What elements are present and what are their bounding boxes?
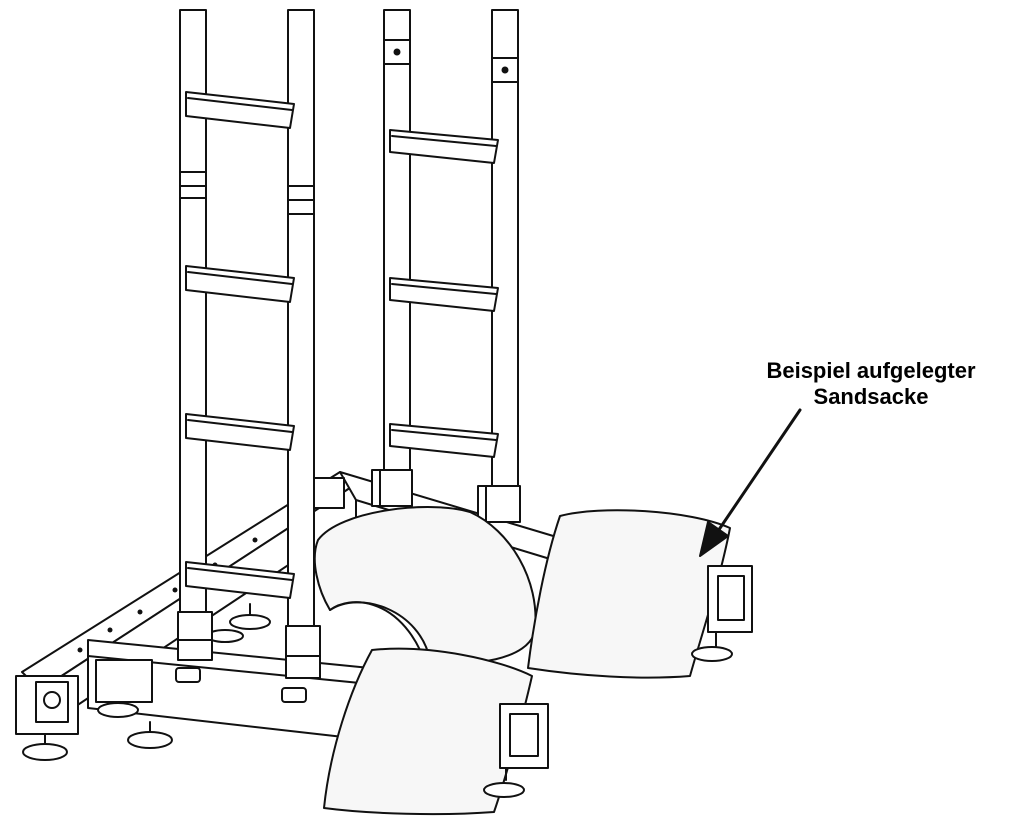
ladder-front-rungs bbox=[185, 91, 295, 599]
ladder-front-base-clamps bbox=[177, 611, 321, 679]
ladder-front bbox=[177, 9, 321, 679]
corner-brackets bbox=[483, 565, 753, 798]
ladder-back-clamps bbox=[383, 39, 519, 83]
callout-line-1: Beispiel aufgelegter bbox=[766, 358, 976, 383]
ladder-back-rungs bbox=[389, 129, 499, 458]
sandbag-right bbox=[527, 509, 731, 679]
sandbags bbox=[313, 506, 731, 816]
sandbag-front bbox=[323, 647, 533, 816]
ladder-back-rail-left bbox=[383, 9, 411, 489]
back-clamps bbox=[309, 469, 521, 523]
callout-arrow bbox=[699, 408, 802, 557]
ladder-front-clamps bbox=[179, 171, 315, 215]
callout-label: Beispiel aufgelegter Sandsacke bbox=[742, 358, 1000, 410]
ladder-back bbox=[383, 9, 519, 489]
callout-line-2: Sandsacke bbox=[813, 384, 929, 409]
leveling-feet bbox=[22, 603, 271, 761]
